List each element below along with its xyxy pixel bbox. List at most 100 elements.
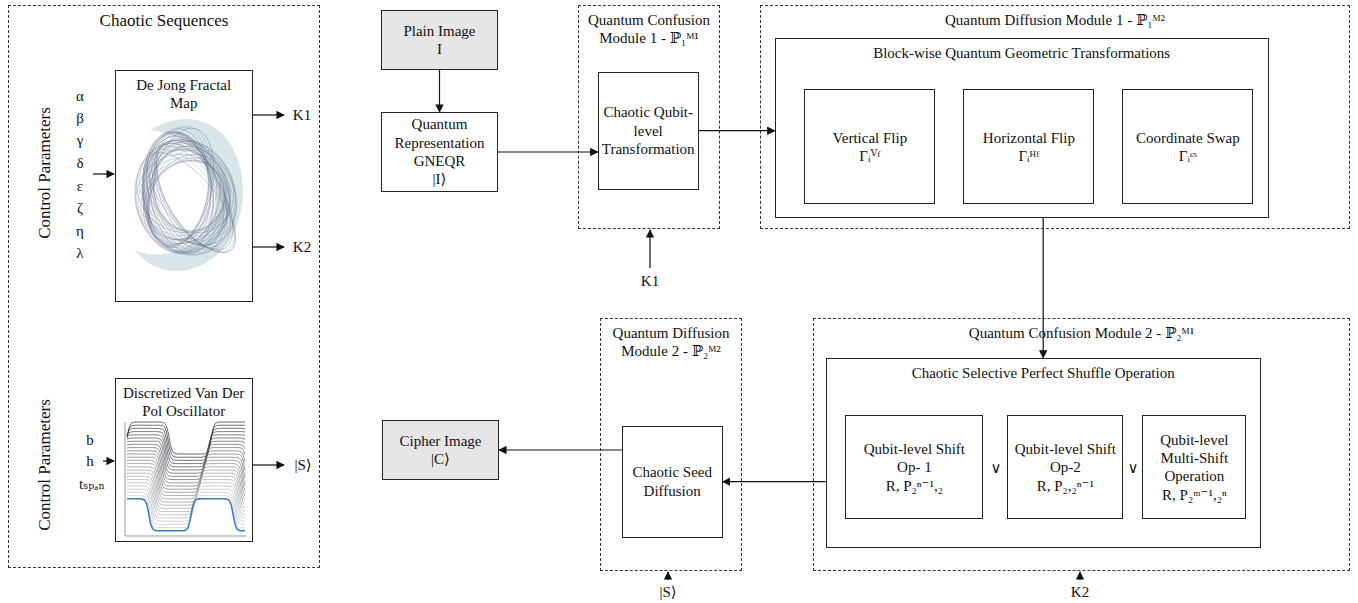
param-label: ∨ xyxy=(991,460,1002,477)
oscillator-plot xyxy=(125,422,246,536)
module-panel: Quantum Diffusion Module 1 - ℙ₁ᴹ² Block-w… xyxy=(760,5,1350,229)
param-label: α xyxy=(76,88,84,105)
node-text: |I⟩ xyxy=(433,170,447,188)
process-box: Horizontal FlipΓᵢᴴᶠ xyxy=(963,89,1094,204)
param-label: tₛₚₐₙ xyxy=(79,476,105,493)
fractal-stroke xyxy=(137,123,216,249)
param-label: K2 xyxy=(1071,584,1089,601)
node-text: Qubit-level Shift Op- 1 xyxy=(851,440,977,477)
process-box: Plain ImageI xyxy=(381,10,498,70)
param-label: δ xyxy=(76,155,83,172)
fractal-stroke xyxy=(140,139,244,263)
fractal-illustration xyxy=(116,119,253,271)
node-text: R, P₂,₂ⁿ⁻¹ xyxy=(1037,477,1094,495)
param-label: β xyxy=(76,110,84,127)
param-label: ε xyxy=(77,178,83,195)
fractal-stroke xyxy=(118,124,245,251)
param-label: K2 xyxy=(293,239,311,256)
node-text: Γᵢⱽᶠ xyxy=(859,147,880,165)
key-arrow xyxy=(1079,572,1080,580)
node-text: Γᵢᴴᶠ xyxy=(1018,147,1039,165)
oscillator-curve xyxy=(127,489,245,521)
module-heading: Chaotic Selective Perfect Shuffle Operat… xyxy=(912,364,1175,382)
node-text: Qubit-level Shift Op-2 xyxy=(1013,440,1117,477)
fractal-stroke xyxy=(140,141,239,264)
oscillator-curve xyxy=(127,486,245,518)
node-text: Horizontal Flip xyxy=(983,129,1075,147)
param-label: |S⟩ xyxy=(659,584,676,601)
flow-arrow xyxy=(498,151,598,152)
input-arrow xyxy=(103,460,114,461)
node-text: R, P₂ⁿ⁻¹,₂ xyxy=(886,477,943,495)
process-box: Qubit-level Shift Op-2R, P₂,₂ⁿ⁻¹ xyxy=(1007,415,1123,519)
module-heading: Chaotic Sequences xyxy=(100,11,229,32)
group-box: Discretized Van Der Pol Oscillator xyxy=(115,378,253,542)
node-text: |C⟩ xyxy=(431,450,450,468)
process-box: Coordinate SwapΓᵢᶜˢ xyxy=(1122,89,1253,204)
module-panel: Quantum Confusion Module 2 - ℙ₂ᴹ¹ Chaotic… xyxy=(813,318,1350,571)
flow-arrow xyxy=(499,449,622,450)
output-arrow xyxy=(253,246,284,247)
node-text: R, P₂ᵐ⁻¹,₂ⁿ xyxy=(1162,486,1227,504)
node-text: Γᵢᶜˢ xyxy=(1179,147,1197,165)
node-text: I xyxy=(437,40,442,58)
process-box: Chaotic Seed Diffusion xyxy=(622,426,723,538)
plot-axis xyxy=(125,422,126,536)
node-text: Cipher Image xyxy=(399,432,481,450)
fractal-crescent xyxy=(135,119,243,271)
input-arrow xyxy=(93,173,114,174)
fractal-stroke xyxy=(139,137,218,255)
group-box: Block-wise Quantum Geometric Transformat… xyxy=(775,38,1269,218)
param-label: K1 xyxy=(293,107,311,124)
fractal-stroke xyxy=(137,121,221,251)
node-text: Chaotic Seed Diffusion xyxy=(628,463,717,500)
param-label: h xyxy=(86,453,94,470)
process-box: Vertical FlipΓᵢⱽᶠ xyxy=(804,89,935,204)
process-box: Quantum Representation GNEQR|I⟩ xyxy=(381,112,498,192)
module-heading: Quantum Confusion Module 2 - ℙ₂ᴹ¹ xyxy=(969,324,1194,342)
key-arrow xyxy=(667,572,668,580)
node-text: Vertical Flip xyxy=(833,129,908,147)
module-heading: Discretized Van Der Pol Oscillator xyxy=(121,384,247,421)
key-arrow xyxy=(649,230,650,268)
node-text: Qubit-level Multi-Shift Operation xyxy=(1148,431,1240,486)
param-label: K1 xyxy=(641,273,659,290)
process-box: Qubit-level Shift Op- 1R, P₂ⁿ⁻¹,₂ xyxy=(845,415,983,519)
module-heading: Block-wise Quantum Geometric Transformat… xyxy=(873,44,1170,62)
process-box: Cipher Image|C⟩ xyxy=(382,420,499,480)
node-text: Plain Image xyxy=(403,22,475,40)
param-label: b xyxy=(86,432,94,449)
output-arrow xyxy=(253,114,284,115)
param-label: η xyxy=(76,223,84,240)
flow-arrow xyxy=(699,130,775,131)
node-text: Chaotic Qubit-level Transformation xyxy=(602,103,695,158)
group-box: Chaotic Selective Perfect Shuffle Operat… xyxy=(826,358,1261,548)
module-heading: Quantum Confusion Module 1 - ℙ₁ᴹ¹ xyxy=(584,11,714,48)
oscillator-curve xyxy=(127,499,245,531)
flow-arrow xyxy=(723,481,826,482)
plot-axis xyxy=(125,536,246,537)
param-label: ζ xyxy=(77,200,83,217)
process-box: Qubit-level Multi-Shift OperationR, P₂ᵐ⁻… xyxy=(1142,415,1246,519)
module-panel: Quantum Diffusion Module 2 - ℙ₂ᴹ² Chaotic… xyxy=(600,318,742,571)
module-panel: Chaotic Sequences De Jong Fractal MapDisc… xyxy=(8,5,320,568)
process-box: Chaotic Qubit-level Transformation xyxy=(598,72,699,190)
param-label: |S⟩ xyxy=(294,457,311,474)
fractal-stroke xyxy=(136,121,225,254)
node-text: Coordinate Swap xyxy=(1136,129,1240,147)
group-box: De Jong Fractal Map xyxy=(115,70,253,302)
param-label: γ xyxy=(77,132,84,149)
output-arrow xyxy=(253,464,284,465)
module-heading: De Jong Fractal Map xyxy=(121,76,247,113)
param-label: ∨ xyxy=(1128,460,1139,477)
axis-label: Control Parameters xyxy=(36,399,55,531)
flow-arrow xyxy=(439,70,440,112)
axis-label: Control Parameters xyxy=(36,107,55,239)
node-text: Quantum Representation GNEQR xyxy=(387,115,492,170)
module-heading: Quantum Diffusion Module 2 - ℙ₂ᴹ² xyxy=(606,324,736,361)
oscillator-curve xyxy=(127,492,245,524)
param-label: λ xyxy=(76,245,83,262)
module-heading: Quantum Diffusion Module 1 - ℙ₁ᴹ² xyxy=(945,11,1165,29)
module-panel: Quantum Confusion Module 1 - ℙ₁ᴹ¹ Chaotic… xyxy=(578,5,720,229)
